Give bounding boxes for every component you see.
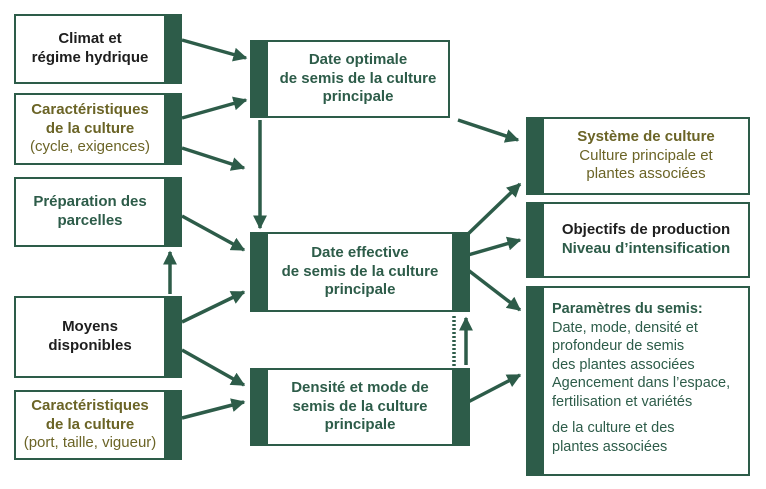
- densite-line-1: Densité et mode de: [291, 378, 429, 396]
- systeme-text: Système de culture Culture principale et…: [544, 119, 748, 193]
- carac2-box: [14, 390, 182, 460]
- objectifs-text: Objectifs de production Niveau d’intensi…: [544, 204, 748, 276]
- carac1-text: Caractéristiques de la culture (cycle, e…: [16, 95, 164, 163]
- carac1-box: [14, 93, 182, 165]
- date-optimale-line-2: de semis de la culture: [279, 69, 437, 87]
- objectifs-line-1: Objectifs de production: [561, 221, 731, 239]
- date-effective-line-2: de semis de la culture: [281, 262, 439, 280]
- arrow-carac1-to-date-optimale: [181, 96, 248, 120]
- carac2-bar: [164, 390, 182, 460]
- carac2-text: Caractéristiques de la culture (port, ta…: [16, 392, 164, 458]
- parametres-detail-4: Agencement dans l’espace,: [552, 375, 731, 392]
- arrow-date-effective-to-parametres: [466, 268, 522, 312]
- date-optimale-box: [250, 40, 450, 118]
- date-optimale-line-1: Date optimale: [308, 50, 408, 68]
- carac1-detail: (cycle, exigences): [29, 138, 151, 156]
- date-effective-bar-right: [452, 232, 470, 312]
- densite-line-2: semis de la culture: [292, 397, 428, 415]
- parametres-detail-5: fertilisation et variétés: [552, 393, 693, 410]
- preparation-line-2: parcelles: [57, 212, 123, 229]
- moyens-box: [14, 296, 182, 378]
- carac1-bar: [164, 93, 182, 165]
- parametres-detail-3: des plantes associées: [552, 356, 695, 373]
- parametres-bar: [526, 286, 544, 476]
- objectifs-bar: [526, 202, 544, 278]
- arrow-date-effective-to-systeme: [466, 182, 522, 236]
- carac2-detail: (port, taille, vigueur): [23, 434, 157, 452]
- climat-box: [14, 14, 182, 84]
- parametres-detail-2: profondeur de semis: [552, 338, 685, 355]
- arrow-date-effective-to-objectifs: [467, 236, 522, 257]
- parametres-detail-1: Date, mode, densité et: [552, 319, 698, 336]
- moyens-bar: [164, 296, 182, 378]
- densite-text: Densité et mode de semis de la culture p…: [268, 370, 452, 444]
- carac1-title-2: de la culture: [45, 119, 135, 137]
- parametres-extra-1: de la culture et des: [552, 420, 675, 437]
- systeme-detail-1: Culture principale et: [579, 146, 713, 164]
- objectifs-box: [526, 202, 750, 278]
- systeme-box: [526, 117, 750, 195]
- arrow-climat-to-date-optimale: [181, 38, 248, 62]
- date-optimale-text: Date optimale de semis de la culture pri…: [268, 42, 448, 116]
- systeme-title: Système de culture: [577, 127, 715, 145]
- arrow-carac1-to-date-effective: [181, 146, 246, 171]
- arrow-carac2-to-densite: [181, 398, 246, 420]
- climat-text: Climat et régime hydrique: [16, 16, 164, 82]
- date-effective-box: [250, 232, 470, 312]
- date-effective-bar-left: [250, 232, 268, 312]
- densite-line-3: principale: [324, 416, 396, 434]
- parametres-title: Paramètres du semis:: [552, 301, 703, 317]
- climat-bar: [164, 14, 182, 84]
- objectifs-line-2: Niveau d’intensification: [561, 240, 731, 257]
- arrow-moyens-to-date-effective: [181, 290, 246, 324]
- arrow-date-optimale-to-systeme: [457, 118, 520, 143]
- climat-line-1: Climat et: [58, 30, 122, 48]
- densite-bar-left: [250, 368, 268, 446]
- moyens-line-1: Moyens: [62, 318, 118, 336]
- systeme-bar: [526, 117, 544, 195]
- arrow-preparation-to-date-effective: [181, 214, 246, 252]
- arrow-moyens-to-densite: [181, 348, 246, 387]
- carac2-title-2: de la culture: [45, 415, 135, 433]
- densite-bar-right: [452, 368, 470, 446]
- parametres-text: Paramètres du semis: Date, mode, densité…: [552, 300, 748, 472]
- date-optimale-line-3: principale: [322, 88, 394, 106]
- moyens-line-2: disponibles: [48, 337, 132, 354]
- date-effective-line-3: principale: [324, 281, 396, 299]
- parametres-box: [526, 286, 750, 476]
- carac2-title-1: Caractéristiques: [31, 396, 149, 414]
- preparation-line-1: Préparation des: [33, 193, 147, 211]
- parametres-extra-2: plantes associées: [552, 438, 668, 455]
- date-effective-text: Date effective de semis de la culture pr…: [268, 234, 452, 310]
- climat-line-2: régime hydrique: [31, 49, 149, 66]
- arrow-densite-to-parametres: [467, 373, 522, 404]
- date-optimale-bar: [250, 40, 268, 118]
- moyens-text: Moyens disponibles: [16, 298, 164, 376]
- preparation-bar: [164, 177, 182, 247]
- carac1-title-1: Caractéristiques: [31, 100, 149, 118]
- systeme-detail-2: plantes associées: [586, 165, 706, 183]
- preparation-box: [14, 177, 182, 247]
- date-effective-line-1: Date effective: [311, 243, 409, 261]
- preparation-text: Préparation des parcelles: [16, 179, 164, 245]
